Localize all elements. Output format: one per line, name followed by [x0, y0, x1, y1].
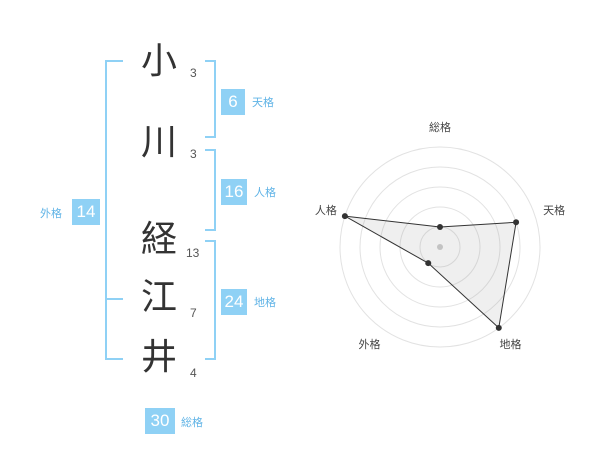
name-char-3: 経: [141, 219, 178, 260]
name-char-2: 川: [141, 122, 178, 163]
chi-value-badge: 24: [221, 289, 247, 315]
radar-ring: [339, 146, 541, 348]
radar-series-area: [344, 215, 517, 329]
jin-value-badge: 16: [221, 179, 247, 205]
stroke-count-4: 7: [190, 306, 197, 320]
ten-value-badge: 6: [221, 89, 245, 115]
chi-label: 地格: [254, 296, 276, 309]
stroke-count-3: 13: [186, 246, 200, 260]
radar-point: [341, 213, 348, 220]
so-value-badge: 30: [145, 408, 175, 434]
radar-ring: [359, 166, 521, 328]
radar-series: [341, 213, 520, 331]
radar-axis-label: 総格: [429, 120, 451, 134]
radar-point: [513, 219, 520, 226]
jin-label: 人格: [254, 186, 276, 199]
so-label: 総格: [181, 416, 203, 429]
name-char-1: 小: [141, 41, 178, 82]
gai-value-badge: 14: [72, 199, 100, 225]
stroke-count-1: 3: [190, 66, 197, 80]
name-char-5: 井: [141, 337, 178, 378]
radar-ring: [379, 186, 501, 308]
name-char-4: 江: [141, 277, 178, 318]
radar-center-dot: [437, 244, 443, 250]
radar-point: [437, 224, 443, 230]
radar-axis-label: 地格: [500, 337, 522, 351]
stroke-count-2: 3: [190, 147, 197, 161]
radar-point: [495, 324, 502, 331]
radar-axis-label: 天格: [543, 203, 565, 217]
radar-point: [425, 260, 432, 267]
gai-label: 外格: [40, 207, 62, 220]
radar-axis-label: 人格: [315, 203, 337, 217]
stroke-count-5: 4: [190, 366, 197, 380]
radar-axis-label: 外格: [358, 337, 380, 351]
ten-label: 天格: [252, 96, 274, 109]
